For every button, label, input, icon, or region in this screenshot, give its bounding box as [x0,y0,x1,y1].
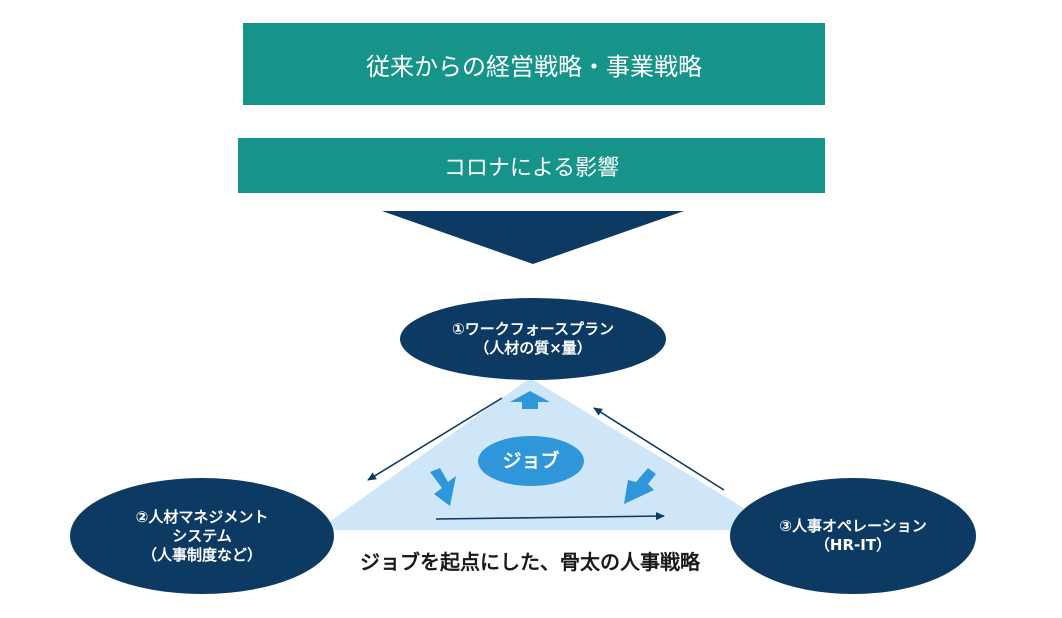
hrm-label-line2: システム [172,526,232,545]
workforce-ellipse [400,298,666,380]
block-arrow-right-down [624,468,656,504]
funnel-arrow [382,211,684,264]
ops-label: ③人事オペレーション （HR-IT） [730,478,976,594]
hrm-ellipse [70,478,334,594]
ops-ellipse [730,478,976,594]
job-ellipse [478,436,584,486]
ops-label-line1: ③人事オペレーション [779,517,927,535]
job-label-text: ジョブ [502,449,560,472]
workforce-label: ①ワークフォースプラン （人材の質×量） [400,298,666,380]
workforce-label-line2: （人材の質×量） [474,339,592,357]
arrow-ops-to-workforce [593,407,725,491]
ops-label-line2: （HR-IT） [814,536,892,554]
job-label: ジョブ [478,436,584,486]
strategy-box: 従来からの経営戦略・事業戦略 [243,23,825,105]
arrow-workforce-to-hrm [367,397,503,481]
corona-label: コロナによる影響 [443,155,620,181]
corona-box: コロナによる影響 [238,138,825,193]
workforce-label-line1: ①ワークフォースプラン [452,320,614,338]
hrm-label-line3: （人事制度など） [141,545,262,564]
arrow-hrm-to-ops [435,512,665,521]
hrm-label-line1: ②人材マネジメント [135,507,269,526]
hrm-label: ②人材マネジメント システム （人事制度など） [70,478,334,594]
block-arrow-left-down [430,468,456,506]
strategy-label: 従来からの経営戦略・事業戦略 [366,52,702,81]
block-arrow-up [510,391,550,409]
strategy-caption: ジョブを起点にした、骨太の人事戦略 [360,550,700,574]
